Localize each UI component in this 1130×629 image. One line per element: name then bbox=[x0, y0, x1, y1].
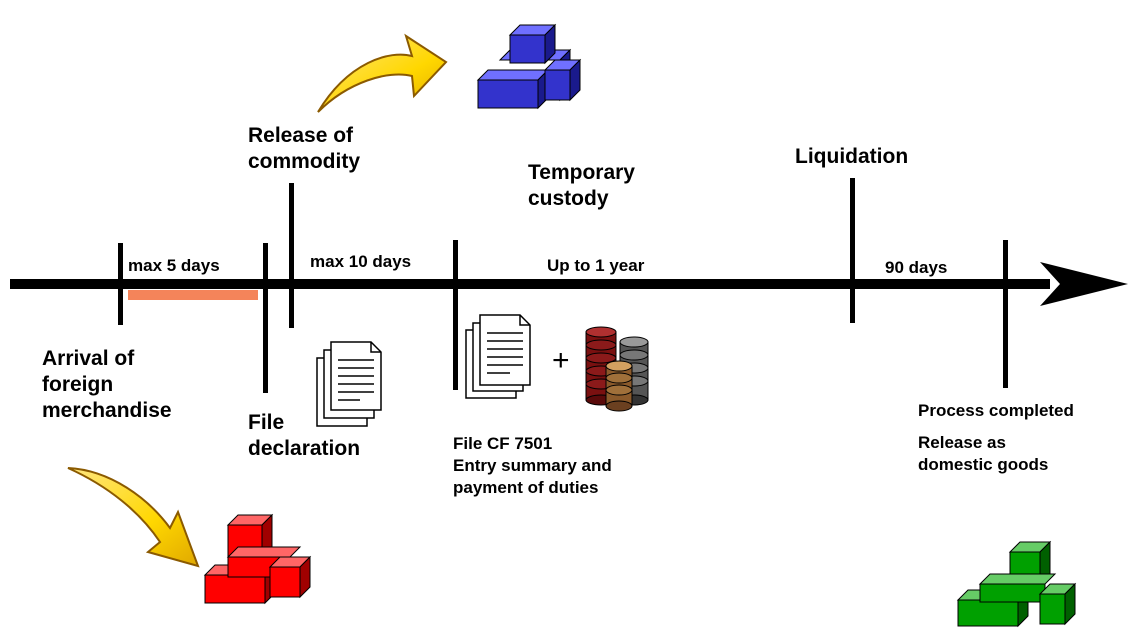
tick-process-completed bbox=[1003, 240, 1008, 388]
stacked-boxes-icon bbox=[956, 540, 1077, 628]
file-declaration-label: File declaration bbox=[248, 411, 361, 460]
entry-summary-label: File CF 7501 Entry summary and payment o… bbox=[453, 434, 612, 497]
release-label: Release of commodity bbox=[248, 124, 361, 173]
interval-ninety-label: 90 days bbox=[885, 258, 948, 277]
document-stack-icon bbox=[316, 341, 382, 427]
axis-arrowhead-icon bbox=[1040, 262, 1128, 306]
curved-arrow-icon bbox=[317, 33, 448, 113]
max5-highlight-bar bbox=[128, 290, 258, 300]
temporary-custody-label: Temporary custody bbox=[528, 161, 635, 210]
process-completed-label: Process completed bbox=[918, 401, 1074, 420]
tick-file-declaration bbox=[263, 243, 268, 393]
document-stack-icon bbox=[465, 314, 531, 399]
event-ticks bbox=[118, 178, 1008, 393]
tick-release bbox=[289, 183, 294, 328]
plus-sign: + bbox=[552, 344, 570, 377]
stacked-boxes-icon bbox=[203, 513, 312, 605]
liquidation-label: Liquidation bbox=[795, 145, 909, 168]
stacked-boxes-icon bbox=[476, 23, 582, 110]
tick-entry-summary bbox=[453, 240, 458, 390]
timeline-axis bbox=[10, 262, 1128, 306]
curved-arrow-icon bbox=[67, 467, 200, 568]
arrival-label: Arrival of foreign merchandise bbox=[42, 347, 172, 422]
interval-max5-label: max 5 days bbox=[128, 256, 220, 275]
release-domestic-label: Release as domestic goods bbox=[918, 433, 1049, 474]
interval-max10-label: max 10 days bbox=[310, 252, 412, 271]
tick-arrival bbox=[118, 243, 123, 325]
interval-year-label: Up to 1 year bbox=[547, 256, 645, 275]
coin-stack-icon bbox=[585, 326, 649, 412]
tick-liquidation bbox=[850, 178, 855, 323]
